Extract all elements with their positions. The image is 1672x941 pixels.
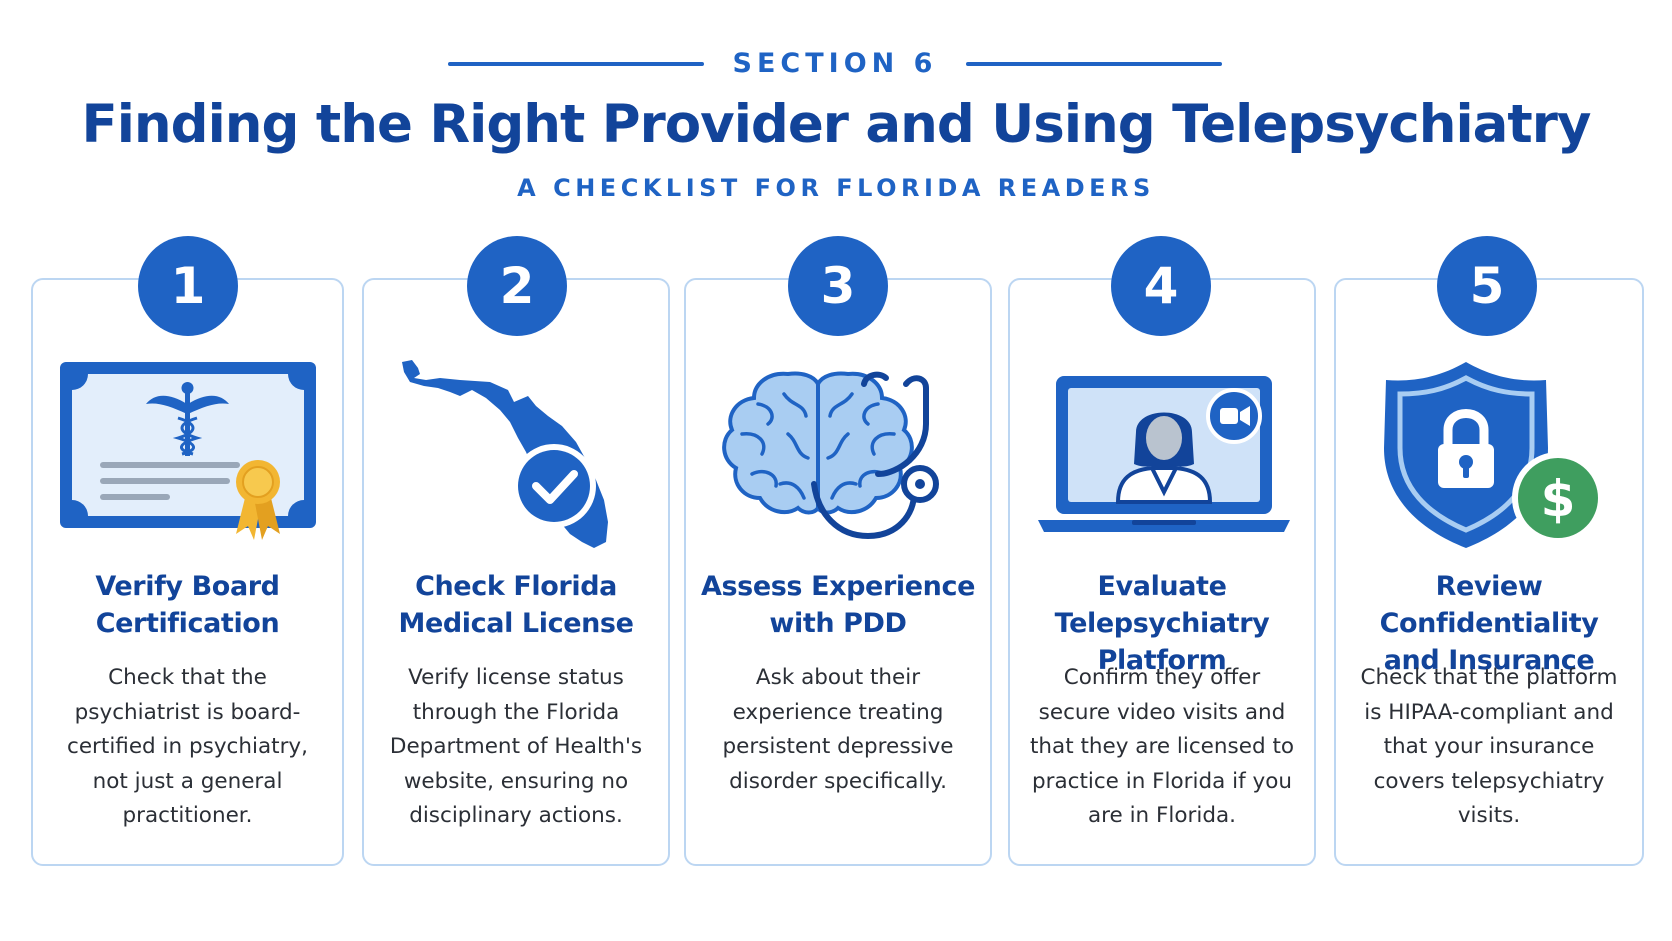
step-desc-1-line: psychiatrist is board- xyxy=(74,699,301,725)
step-desc-5-line: that your insurance xyxy=(1383,734,1595,759)
step-title-4: Evaluate Telepsychiatry Platform xyxy=(1008,568,1316,679)
florida-map-check-icon xyxy=(400,356,632,556)
step-desc-4-line: practice in Florida if you xyxy=(1031,768,1293,794)
step-desc-5-line: Check that the platform xyxy=(1360,665,1618,690)
step-desc-3-line: Ask about their xyxy=(755,665,921,690)
shield-lock-dollar-icon: $ xyxy=(1382,358,1612,558)
step-desc-1: Check that the psychiatrist is board- ce… xyxy=(31,661,344,834)
step-desc-3: Ask about their experience treating pers… xyxy=(684,661,992,799)
step-desc-4-line: secure video visits and xyxy=(1038,699,1286,725)
step-number-2: 2 xyxy=(467,236,567,336)
step-title-4-line1: Evaluate xyxy=(1097,571,1227,602)
step-title-5-line2: and Insurance xyxy=(1383,645,1595,676)
step-title-2-line2: Medical License xyxy=(398,608,634,639)
laptop-video-icon xyxy=(1036,372,1292,542)
step-desc-2-line: through the Florida xyxy=(412,699,620,725)
step-title-5-line1: Review Confidentiality xyxy=(1379,571,1599,639)
step-desc-2-line: disciplinary actions. xyxy=(409,803,623,828)
step-number-3: 3 xyxy=(788,236,888,336)
step-title-1: Verify Board Certification xyxy=(31,568,344,642)
page-subtitle: A CHECKLIST FOR FLORIDA READERS xyxy=(517,174,1155,202)
step-title-2: Check Florida Medical License xyxy=(362,568,670,642)
step-title-1-line2: Certification xyxy=(95,608,280,639)
certificate-icon xyxy=(58,352,318,546)
step-desc-2-line: website, ensuring no xyxy=(403,768,629,794)
step-title-3: Assess Experience with PDD xyxy=(684,568,992,642)
step-number-4: 4 xyxy=(1111,236,1211,336)
step-desc-2-line: Verify license status xyxy=(408,665,624,690)
svg-text:$: $ xyxy=(1541,470,1576,528)
brain-stethoscope-icon xyxy=(718,364,958,558)
step-desc-4: Confirm they offer secure video visits a… xyxy=(1008,661,1316,834)
step-desc-3-line: persistent depressive xyxy=(722,734,954,759)
step-desc-1-line: practitioner. xyxy=(122,803,253,828)
step-desc-1-line: Check that the xyxy=(108,665,267,690)
step-desc-3-line: experience treating xyxy=(732,699,944,725)
step-desc-3-line: disorder specifically. xyxy=(729,768,947,794)
section-divider-right xyxy=(966,62,1222,66)
step-desc-1-line: not just a general xyxy=(92,768,283,794)
step-title-1-line1: Verify Board xyxy=(95,571,280,602)
step-title-5: Review Confidentiality and Insurance xyxy=(1334,568,1644,679)
step-desc-5-line: visits. xyxy=(1457,803,1521,828)
section-divider-left xyxy=(448,62,704,66)
step-title-2-line1: Check Florida xyxy=(415,571,617,602)
step-title-3-line2: with PDD xyxy=(769,608,907,639)
step-desc-2: Verify license status through the Florid… xyxy=(362,661,670,834)
step-desc-1-line: certified in psychiatry, xyxy=(67,734,308,759)
step-desc-4-line: are in Florida. xyxy=(1087,803,1236,828)
step-number-1: 1 xyxy=(138,236,238,336)
section-label: SECTION 6 xyxy=(732,48,938,79)
step-desc-2-line: Department of Health's xyxy=(389,734,643,759)
step-desc-5-line: covers telepsychiatry xyxy=(1373,768,1605,794)
step-desc-4-line: Confirm they offer xyxy=(1063,665,1261,690)
step-desc-4-line: that they are licensed to xyxy=(1029,734,1295,759)
step-title-3-line1: Assess Experience xyxy=(700,571,975,602)
step-title-4-line2: Telepsychiatry Platform xyxy=(1054,608,1270,676)
step-number-5: 5 xyxy=(1437,236,1537,336)
section-row: SECTION 6 xyxy=(0,44,1672,84)
page-title: Finding the Right Provider and Using Tel… xyxy=(81,94,1592,155)
step-desc-5-line: is HIPAA-compliant and xyxy=(1364,699,1614,725)
step-desc-5: Check that the platform is HIPAA-complia… xyxy=(1334,661,1644,834)
